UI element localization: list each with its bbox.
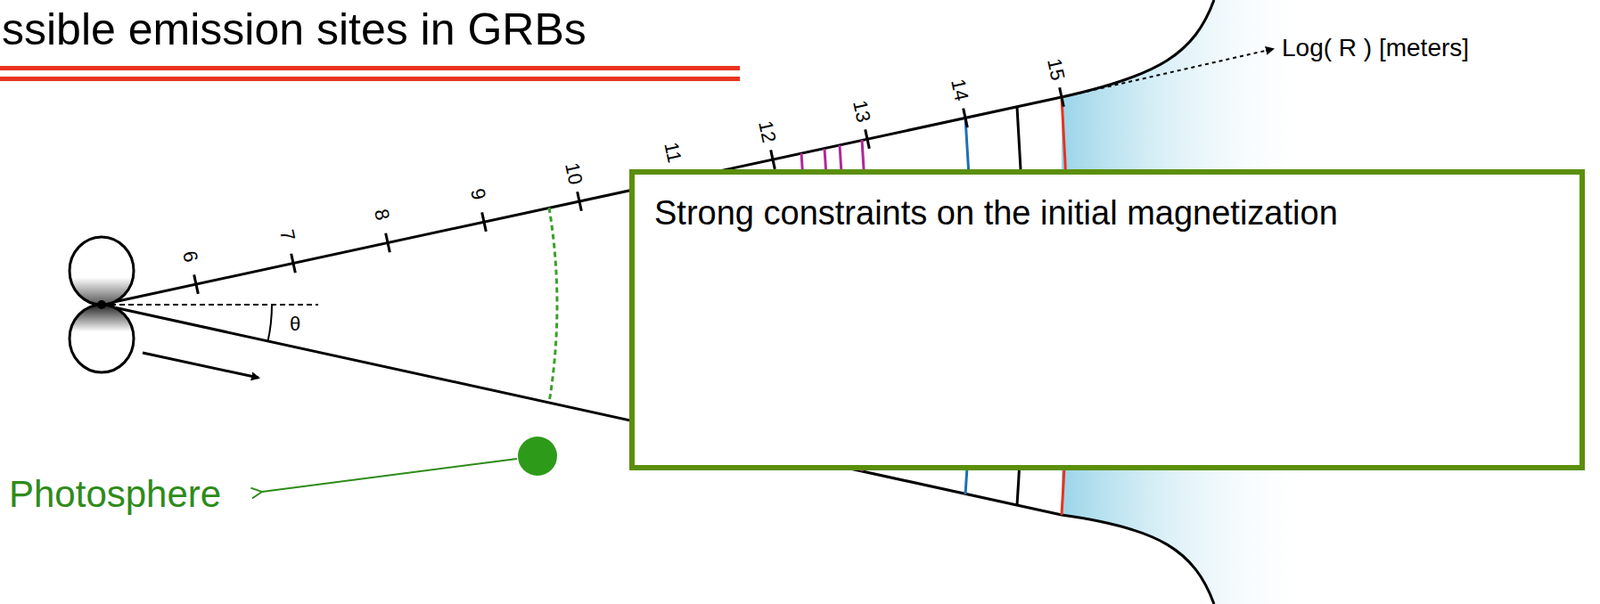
axis-label: Log( R ) [meters] [1281, 34, 1469, 63]
tick-mark [194, 274, 199, 295]
angle-symbol: θ [289, 313, 301, 336]
axis-tick-label: 15 [1042, 56, 1069, 83]
tick-mark [291, 254, 296, 274]
axis-tick-label: 11 [659, 139, 685, 165]
tick-mark [1059, 87, 1065, 107]
axis-tick-label: 6 [178, 248, 202, 264]
axis-tick-label: 12 [754, 118, 780, 145]
box-text: Strong constraints on the initial magnet… [634, 174, 1580, 233]
axis-tick-label: 13 [848, 98, 875, 124]
axis-tick-label: 7 [275, 228, 299, 244]
tick-mark [771, 149, 776, 170]
tick-mark [482, 212, 487, 232]
tick-mark [963, 108, 969, 129]
slide-title: ssible emission sites in GRBs [1, 7, 587, 52]
tick-mark [577, 191, 583, 212]
constraint-box: Strong constraints on the initial magnet… [629, 169, 1585, 471]
axis-tick-label: 14 [946, 77, 973, 104]
tick-mark [385, 233, 391, 254]
photosphere-label: Photosphere [8, 474, 222, 516]
axis-tick-label: 9 [466, 186, 490, 202]
axis-tick-label: 10 [560, 160, 587, 187]
tick-mark [865, 129, 870, 149]
axis-tick-label: 8 [369, 207, 394, 223]
